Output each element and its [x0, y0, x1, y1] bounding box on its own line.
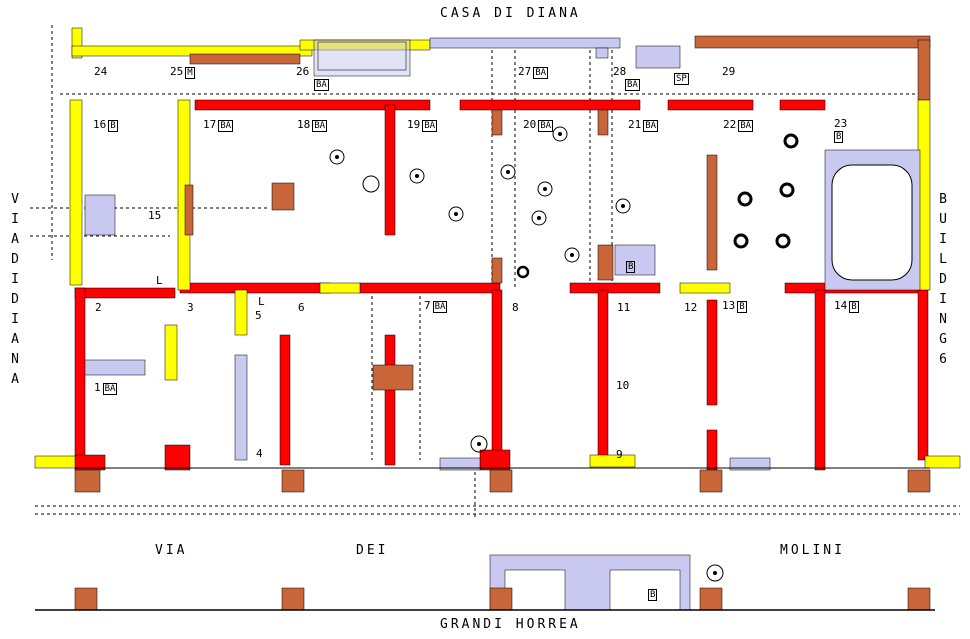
room-label: 12	[684, 301, 698, 314]
top-street-label: CASA DI DIANA	[440, 6, 581, 21]
l-label: L	[156, 274, 163, 287]
street-word-1: VIA	[155, 543, 188, 558]
brown-piers	[74, 109, 931, 611]
b-tag: B	[648, 589, 658, 601]
lavender-walls	[84, 149, 921, 611]
room-label: 5	[255, 309, 262, 322]
room-label: 11	[617, 301, 631, 314]
room-label: 4	[256, 447, 263, 460]
street-word-3: MOLINI	[780, 543, 845, 558]
room-label: 9	[616, 448, 623, 461]
bottom-street-label: GRANDI HORREA	[440, 617, 581, 632]
column-centers	[335, 132, 717, 575]
room-label: 24	[94, 65, 108, 78]
room-label: 8	[512, 301, 519, 314]
room-label: 23B	[834, 117, 848, 143]
room-label: 10	[616, 379, 630, 392]
top-building-walls	[71, 27, 931, 101]
yellow-walls	[34, 99, 961, 469]
column-markers	[329, 126, 799, 582]
left-street-label: VIA DI DIANA	[11, 192, 19, 387]
right-building-label: BUILDING 6	[939, 192, 947, 367]
room-label: 29	[722, 65, 736, 78]
street-word-2: DEI	[356, 543, 389, 558]
b-tag: B	[626, 261, 636, 273]
room-label: 6	[298, 301, 305, 314]
red-walls	[74, 99, 929, 471]
room-label: 2	[95, 301, 102, 314]
room-label: 15	[148, 209, 162, 222]
sp-tag: SP	[674, 73, 689, 85]
l-label: L	[258, 295, 265, 308]
room-label: 3	[187, 301, 194, 314]
